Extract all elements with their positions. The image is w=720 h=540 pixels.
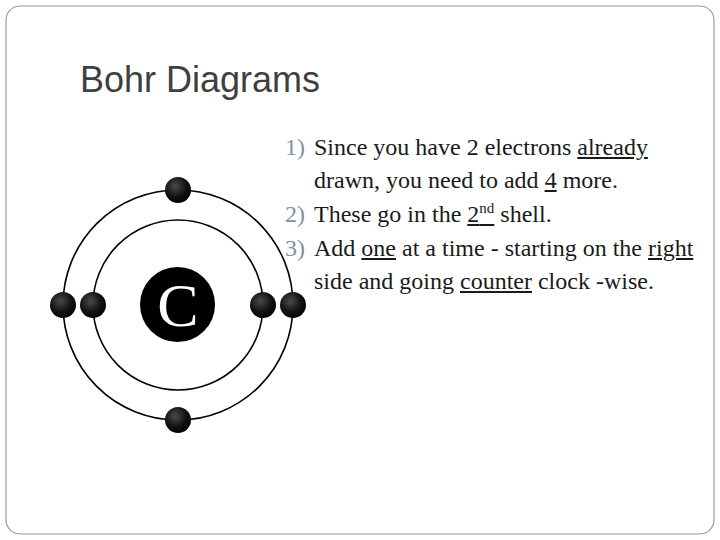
- list-number: 2): [285, 198, 305, 231]
- underlined-word: counter: [460, 268, 532, 294]
- underlined-word: right: [648, 235, 693, 261]
- label-wrap: Since you have 2 electrons already drawn…: [314, 131, 706, 197]
- nucleus-circle: C: [140, 267, 215, 342]
- label-wrap: 1): [285, 131, 305, 164]
- word: have: [415, 134, 460, 160]
- underlined-word: 4: [545, 167, 557, 193]
- word: side: [314, 268, 353, 294]
- word: going: [399, 268, 454, 294]
- word: on: [583, 235, 607, 261]
- word: the: [432, 201, 461, 227]
- word: and: [359, 268, 394, 294]
- electron-dot: [250, 292, 276, 318]
- word: These: [314, 201, 371, 227]
- word: starting: [505, 235, 577, 261]
- list-number: 3): [285, 232, 305, 265]
- word: go: [377, 201, 401, 227]
- word: clock: [538, 268, 590, 294]
- electron-dot: [165, 177, 191, 203]
- underlined-word: 2nd: [467, 201, 494, 227]
- outer-shell: [63, 190, 293, 420]
- inner-shell: [93, 220, 263, 390]
- word: to: [479, 167, 498, 193]
- word: a: [425, 235, 436, 261]
- electron-dot: [80, 292, 106, 318]
- underlined-word: already: [577, 134, 648, 160]
- superscript: nd: [479, 200, 494, 216]
- label-wrap: 2): [285, 198, 305, 231]
- word: at: [402, 235, 419, 261]
- word: more.: [563, 167, 618, 193]
- word: -wise.: [596, 268, 654, 294]
- list-number: 1): [285, 131, 305, 164]
- underlined-word: one: [361, 235, 396, 261]
- word: add: [504, 167, 539, 193]
- word: you: [373, 134, 409, 160]
- electron-dot: [165, 407, 191, 433]
- label-wrap: These go in the 2nd shell.: [314, 198, 706, 231]
- nucleus-fill: [140, 267, 215, 342]
- word: you: [386, 167, 422, 193]
- electron-dot: [280, 292, 306, 318]
- word: time: [442, 235, 485, 261]
- word: electrons: [485, 134, 572, 160]
- title-wrap: Bohr Diagrams: [80, 58, 320, 101]
- word-part: 2: [467, 201, 479, 227]
- list-item: Since you have 2 electrons already drawn…: [314, 131, 706, 197]
- word: need: [428, 167, 473, 193]
- word: Since: [314, 134, 367, 160]
- element-symbol: C: [157, 274, 198, 336]
- slide-frame: [6, 6, 714, 534]
- list-item: These go in the 2nd shell.: [314, 198, 706, 231]
- word: in: [407, 201, 426, 227]
- word: 2: [467, 134, 479, 160]
- word: Add: [314, 235, 355, 261]
- word: the: [613, 235, 642, 261]
- slide-title: Bohr Diagrams: [80, 58, 320, 101]
- word: shell.: [500, 201, 551, 227]
- electron-dot: [50, 292, 76, 318]
- word: drawn,: [314, 167, 380, 193]
- label-wrap: Add one at a time - starting on the righ…: [314, 232, 706, 298]
- label-wrap: 3): [285, 232, 305, 265]
- word: -: [491, 235, 499, 261]
- list-item: Add one at a time - starting on the righ…: [314, 232, 706, 298]
